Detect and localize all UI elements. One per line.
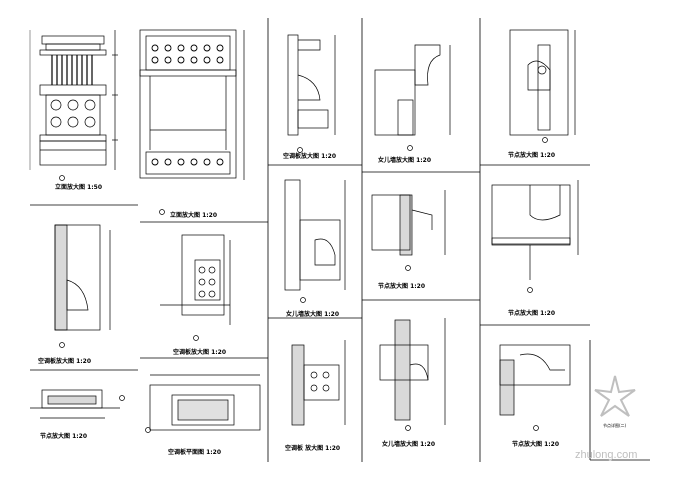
detail-2-facade [139,29,245,215]
caption-d1: 立面放大图 1:50 [55,183,102,191]
caption-d3: 空调板放大图 1:20 [283,152,336,160]
caption-d5: 节点放大图 1:20 [508,151,555,159]
detail-3-ac-board [287,34,336,153]
caption-d15: 节点放大图 1:20 [512,440,559,448]
caption-d10: 节点放大图 1:20 [508,309,555,317]
caption-d9: 节点放大图 1:20 [378,282,425,290]
caption-d14: 女儿墙放大图 1:20 [382,440,435,448]
caption-d11: 节点放大图 1:20 [40,432,87,440]
detail-5-node [509,29,576,143]
detail-9-node [371,190,446,271]
detail-14-parapet [379,318,446,431]
detail-1-facade [29,30,118,181]
watermark-text: zhulong.com [575,449,637,461]
caption-d12: 空调板平面图 1:20 [168,448,221,456]
title-block [589,340,650,461]
detail-12-ac-plan [145,374,261,433]
caption-d4: 女儿墙放大图 1:20 [378,156,431,164]
detail-4-parapet [374,44,451,151]
caption-d13: 空调板 放大图 1:20 [285,444,340,452]
sheet-title: 节点详图(二) [603,422,627,428]
detail-15-node [499,344,571,431]
detail-7-ac-board [160,234,231,341]
watermark-logo [594,375,636,417]
caption-d2: 立面放大图 1:20 [170,211,217,219]
caption-d8: 女儿墙放大图 1:20 [286,310,339,318]
detail-10-node [491,180,579,293]
detail-8-parapet [284,179,346,303]
detail-11-node [30,389,125,419]
frame-lines [30,18,590,462]
detail-13-ac-board [291,340,346,426]
caption-d7: 空调板放大图 1:20 [173,348,226,356]
caption-d6: 空调板放大图 1:20 [38,357,91,365]
detail-6-ac-board [54,224,111,348]
